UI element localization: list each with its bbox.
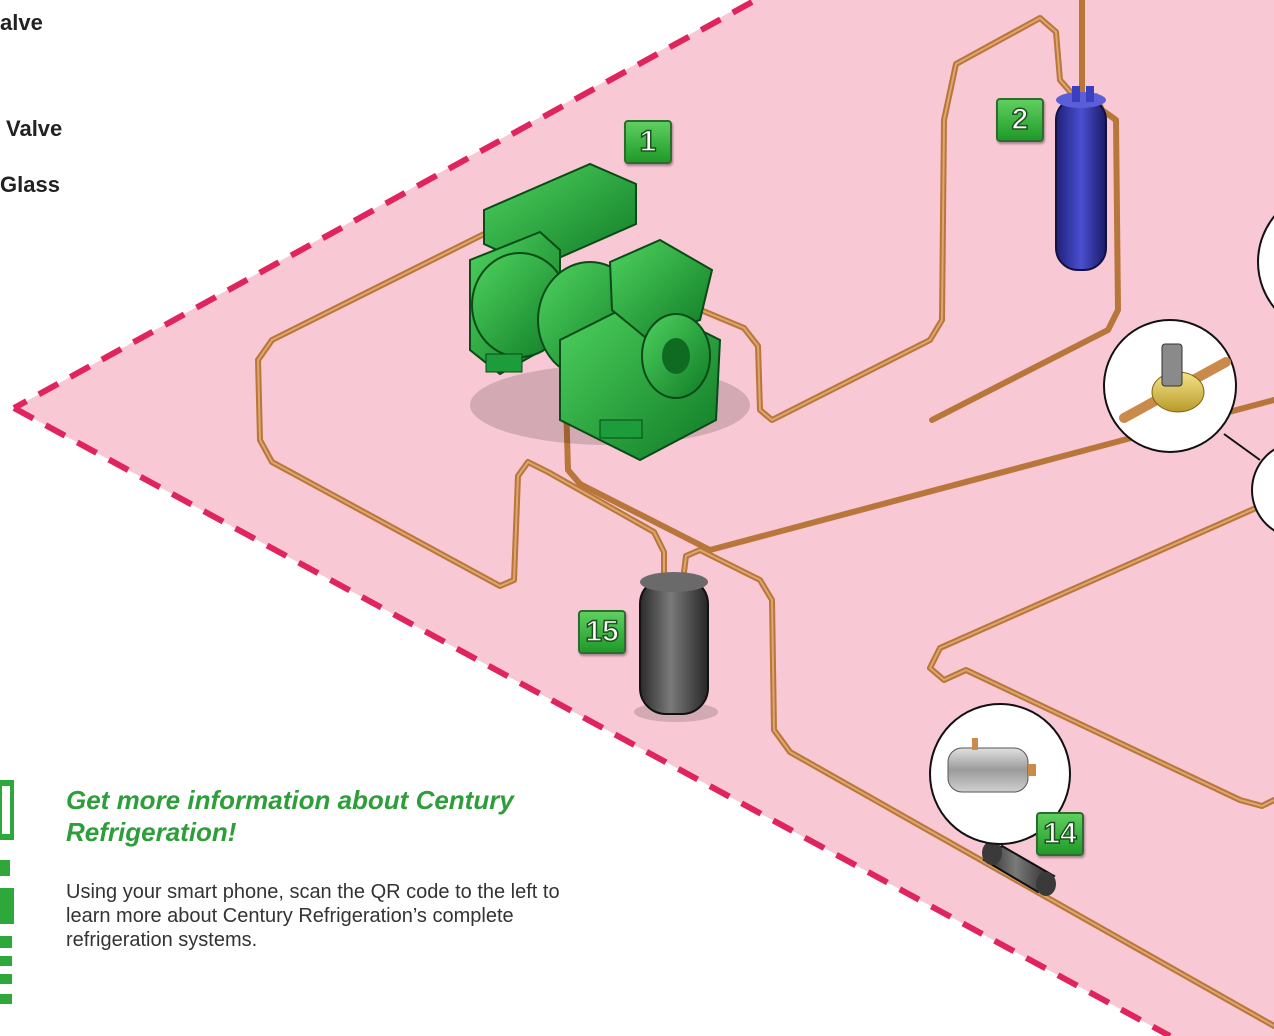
badge-filter: 14	[1036, 812, 1084, 856]
callout-partial-top	[1257, 215, 1274, 309]
badge-compressor: 1	[624, 120, 672, 164]
badge-receiver: 2	[996, 98, 1044, 142]
compressor	[469, 162, 750, 462]
legend-item-3: Glass	[0, 172, 60, 197]
zone-border-bottom	[12, 405, 1172, 1036]
legend-item-2: Valve	[6, 116, 63, 141]
receiver-tank	[1055, 86, 1107, 271]
valve-callout	[1103, 319, 1261, 461]
accumulator-tank	[634, 572, 718, 722]
callout-partial-middle	[1251, 448, 1274, 532]
zone-border-top	[12, 0, 754, 411]
legend-item-1: alve	[0, 10, 43, 35]
info-heading: Get more information about Century Refri…	[66, 785, 514, 847]
filter-callout	[929, 703, 1071, 845]
info-body: Using your smart phone, scan the QR code…	[66, 881, 560, 951]
badge-accumulator: 15	[578, 610, 626, 654]
qr-code[interactable]	[0, 780, 14, 1020]
filter-drier	[982, 841, 1056, 896]
